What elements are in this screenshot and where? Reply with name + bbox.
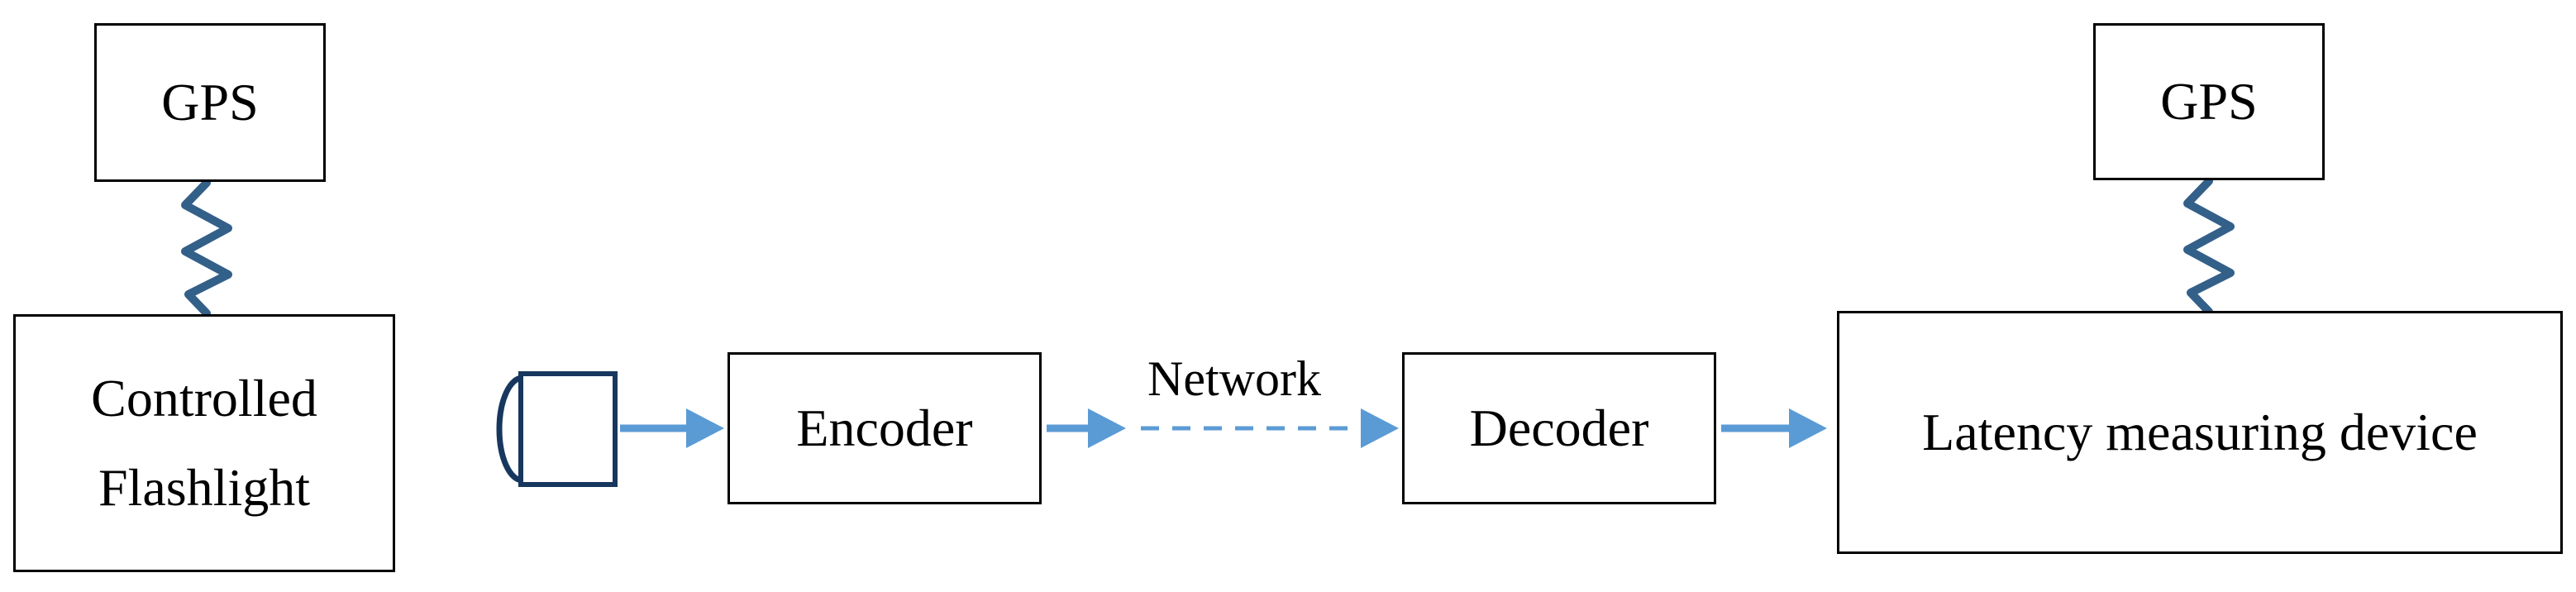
dashed-network-link <box>1141 408 1399 448</box>
node-encoder: Encoder <box>727 352 1042 504</box>
flashlight-label-line2: Flashlight <box>98 458 311 517</box>
flashlight-label-line1: Controlled <box>91 368 317 427</box>
node-latency-label: Latency measuring device <box>1922 402 2478 461</box>
node-gps-left: GPS <box>94 23 326 182</box>
node-decoder-label: Decoder <box>1469 398 1649 457</box>
gps-right-antenna-squiggle-icon <box>2183 177 2235 316</box>
gps-left-antenna-squiggle-icon <box>181 179 232 317</box>
node-decoder: Decoder <box>1402 352 1716 504</box>
node-gps-left-label: GPS <box>161 72 259 131</box>
node-controlled-flashlight: Controlled Flashlight <box>13 314 395 572</box>
node-controlled-flashlight-label: Controlled Flashlight <box>91 368 317 518</box>
arrow-encoder-to-network <box>1047 408 1126 448</box>
node-gps-right: GPS <box>2093 23 2325 180</box>
node-encoder-label: Encoder <box>796 398 973 457</box>
arrow-decoder-to-latency <box>1721 408 1827 448</box>
arrow-camera-to-encoder <box>620 408 724 448</box>
node-gps-right-label: GPS <box>2160 71 2258 131</box>
camera-icon <box>496 371 618 487</box>
node-latency-measuring-device: Latency measuring device <box>1837 311 2563 554</box>
network-label: Network <box>1147 351 1321 406</box>
